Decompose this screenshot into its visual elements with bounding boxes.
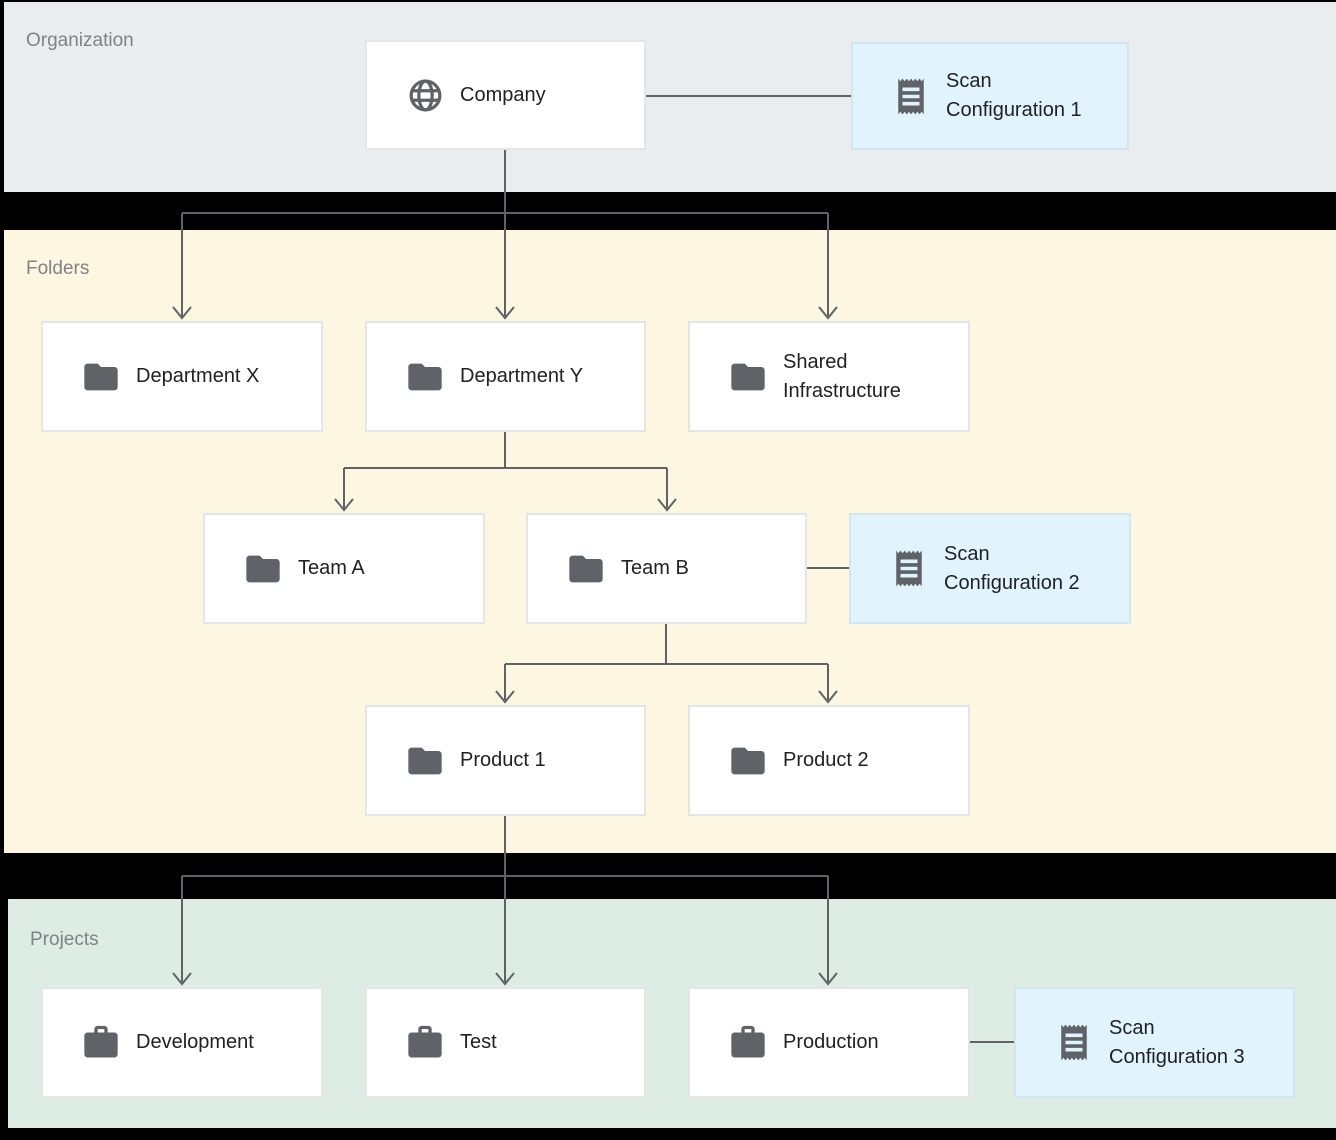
node-label: Scan Configuration 2	[944, 542, 1080, 594]
node-scan-config-1: Scan Configuration 1	[851, 42, 1129, 150]
node-label: Department Y	[460, 365, 584, 387]
projects-band-label: Projects	[30, 929, 99, 950]
organization-band: Organization	[4, 2, 1336, 192]
node-label: Company	[460, 83, 546, 106]
folder-icon	[728, 739, 768, 783]
node-department-x: Department X	[41, 321, 323, 432]
node-scan-config-3: Scan Configuration 3	[1014, 987, 1295, 1098]
folder-icon	[243, 547, 283, 591]
globe-icon	[405, 77, 445, 114]
node-label: Product 2	[783, 749, 869, 771]
briefcase-icon	[728, 1022, 768, 1063]
folders-band-label: Folders	[26, 258, 90, 279]
node-label: Team A	[298, 557, 365, 579]
node-development: Development	[41, 987, 323, 1098]
folder-icon	[81, 355, 121, 399]
folder-icon	[405, 355, 445, 399]
briefcase-icon	[405, 1022, 445, 1063]
node-team-b: Team B	[526, 513, 807, 624]
node-department-y: Department Y	[365, 321, 646, 432]
node-label: Production	[783, 1031, 879, 1053]
folder-icon	[405, 739, 445, 783]
node-production: Production	[688, 987, 970, 1098]
node-label: Shared Infrastructure	[783, 350, 901, 402]
folder-icon	[566, 547, 606, 591]
node-label: Development	[136, 1031, 254, 1053]
node-label: Scan Configuration 3	[1109, 1016, 1245, 1068]
node-scan-config-2: Scan Configuration 2	[849, 513, 1131, 624]
receipt-icon	[891, 75, 931, 118]
node-test: Test	[365, 987, 646, 1098]
node-product-1: Product 1	[365, 705, 646, 816]
node-label: Product 1	[460, 749, 546, 771]
folder-icon	[728, 355, 768, 399]
receipt-icon	[889, 547, 929, 590]
node-team-a: Team A	[203, 513, 485, 624]
node-label: Test	[460, 1031, 497, 1053]
briefcase-icon	[81, 1022, 121, 1063]
node-company: Company	[365, 40, 646, 150]
node-shared-infrastructure: Shared Infrastructure	[688, 321, 970, 432]
receipt-icon	[1054, 1021, 1094, 1064]
node-label: Team B	[621, 557, 689, 579]
node-label: Department X	[136, 365, 260, 387]
node-label: Scan Configuration 1	[946, 70, 1082, 121]
node-product-2: Product 2	[688, 705, 970, 816]
organization-band-label: Organization	[26, 30, 134, 51]
